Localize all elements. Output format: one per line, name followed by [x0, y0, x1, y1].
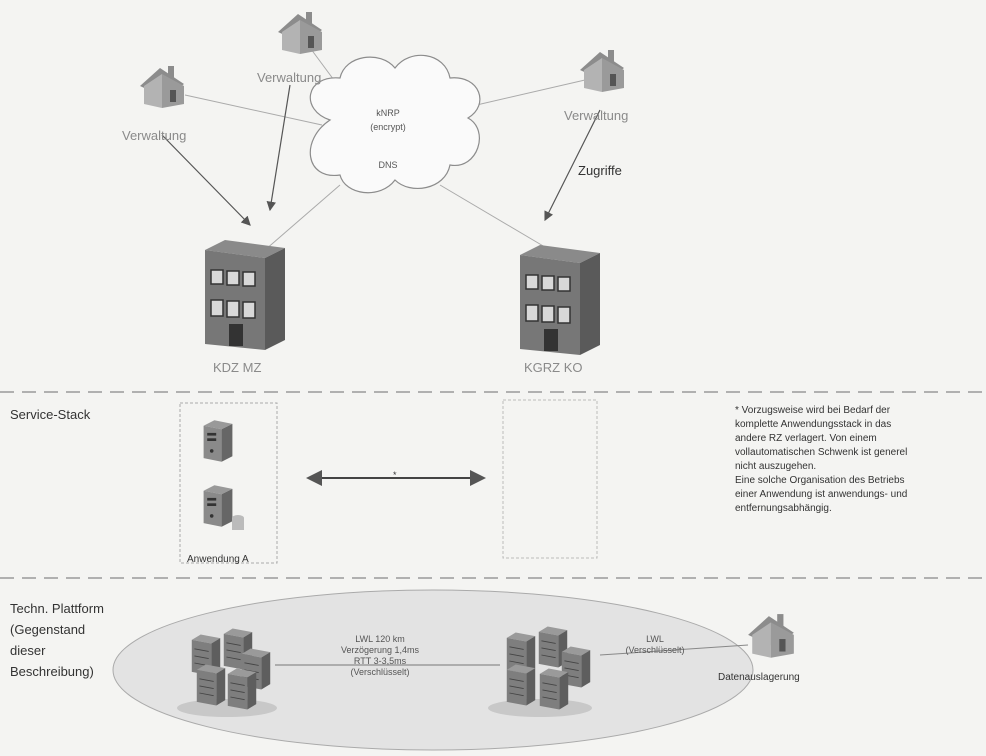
cloud-label-dns: DNS [378, 160, 398, 170]
rack-cluster-left [177, 628, 277, 717]
datacenter-label: KDZ MZ [213, 360, 262, 375]
arrow-footnote-marker: * [393, 470, 397, 480]
footnote-line: nicht auszugehen. [735, 461, 817, 472]
platform-label: Techn. Plattform (Gegenstand dieser Besc… [10, 598, 104, 682]
external-link-line [599, 644, 749, 656]
network-cloud-icon [309, 54, 481, 194]
branch-office-label: Verwaltung [122, 128, 187, 143]
footnote-line: entfernungsabhängig. [735, 503, 832, 514]
external-link-line-text: LWL [646, 634, 664, 644]
house-icon [140, 66, 184, 108]
application-stack-box [179, 402, 278, 564]
lwl-link-line: Verzögerung 1,4ms [340, 645, 420, 655]
house-icon [278, 12, 322, 54]
cloud-label-encrypt: (encrypt) [370, 122, 406, 132]
lwl-link-line: RTT 3-3,5ms [353, 656, 407, 666]
database-server-icon [203, 485, 233, 527]
platform-label-line: Beschreibung) [10, 664, 94, 679]
footnote-line: komplette Anwendungsstack in das [735, 419, 892, 430]
archive-label: Datenauslagerung [718, 672, 800, 683]
access-label: Zugriffe [578, 163, 622, 178]
datacenter-building-icon [519, 245, 600, 355]
footnote-text: * Vorzugsweise wird bei Bedarf der kompl… [735, 404, 985, 516]
footnote-line: Eine solche Organisation des Betriebs [735, 475, 905, 486]
cloud-label-knrp: kNRP [376, 108, 400, 118]
service-stack-label: Service-Stack [10, 407, 91, 422]
platform-label-line: dieser [10, 643, 46, 658]
house-icon [580, 50, 624, 92]
lwl-link-line: LWL 120 km [355, 634, 405, 644]
footnote-line: * Vorzugsweise wird bei Bedarf der [735, 405, 891, 416]
external-link-line-text: (Verschlüsselt) [625, 645, 685, 655]
platform-label-line: Techn. Plattform [10, 601, 104, 616]
rack-cluster-right [488, 626, 592, 717]
footnote-line: vollautomatischen Schwenk ist generel [735, 447, 908, 458]
footnote-line: einer Anwendung ist anwendungs- und [735, 489, 908, 500]
target-stack-box [502, 399, 598, 559]
platform-label-line: (Gegenstand [10, 622, 86, 637]
database-icon [232, 518, 244, 530]
lwl-link-label: LWL 120 km Verzögerung 1,4ms RTT 3-3,5ms… [330, 634, 430, 678]
footnote-line: andere RZ verlagert. Von einem [735, 433, 877, 444]
datacenter-label: KGRZ KO [524, 360, 583, 375]
lwl-link-line: (Verschlüsselt) [350, 667, 410, 677]
datacenter-building-icon [204, 240, 285, 350]
branch-office-label: Verwaltung [564, 108, 629, 123]
application-label: Anwendung A [187, 554, 249, 565]
server-icon [203, 420, 233, 462]
house-icon [748, 614, 794, 658]
branch-office-label: Verwaltung [257, 70, 322, 85]
external-link-label: LWL (Verschlüsselt) [615, 634, 695, 656]
network-connections [184, 44, 586, 251]
access-arrows [161, 84, 601, 226]
